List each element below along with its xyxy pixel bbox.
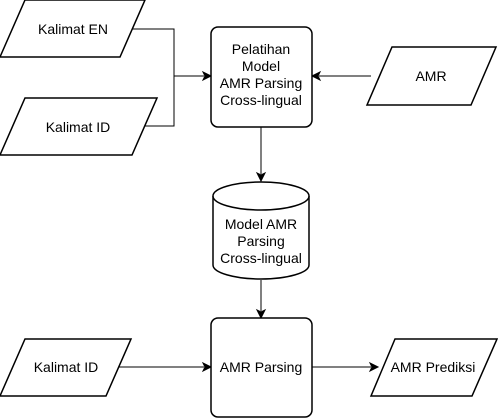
node-kalimat-id-input: Kalimat ID — [0, 97, 159, 156]
node-model-storage: Model AMR Parsing Cross-lingual — [212, 181, 310, 280]
node-kalimat-id-query-label: Kalimat ID — [34, 359, 99, 375]
node-kalimat-en: Kalimat EN — [0, 0, 146, 58]
arrowhead-into-training-right — [310, 70, 322, 82]
node-training-line-4: Cross-lingual — [220, 92, 302, 108]
arrowhead-into-training-left — [201, 70, 213, 82]
node-amr-input: AMR — [365, 46, 498, 106]
edge-kalimat-en-to-training — [124, 28, 175, 76]
node-model-line-1: Model AMR — [225, 216, 297, 232]
node-parsing-process: AMR Parsing — [210, 317, 313, 418]
node-amr-prediksi: AMR Prediksi — [369, 338, 498, 397]
arrowhead-into-parsing-top — [255, 308, 267, 320]
arrowhead-into-prediksi — [368, 361, 380, 373]
node-kalimat-id-input-label: Kalimat ID — [46, 119, 111, 135]
node-training-process: Pelatihan Model AMR Parsing Cross-lingua… — [210, 26, 313, 128]
node-training-line-1: Pelatihan — [232, 41, 290, 57]
node-training-line-2: Model — [242, 58, 280, 74]
node-amr-prediksi-label: AMR Prediksi — [391, 359, 476, 375]
node-kalimat-en-label: Kalimat EN — [38, 21, 108, 37]
node-parsing-label: AMR Parsing — [220, 359, 302, 375]
arrowhead-into-model — [255, 171, 267, 183]
node-model-line-2: Parsing — [237, 233, 284, 249]
node-model-line-3: Cross-lingual — [220, 250, 302, 266]
node-kalimat-id-query: Kalimat ID — [0, 338, 133, 397]
arrowhead-into-parsing-left — [201, 361, 213, 373]
node-training-line-3: AMR Parsing — [220, 75, 302, 91]
node-amr-input-label: AMR — [415, 68, 446, 84]
